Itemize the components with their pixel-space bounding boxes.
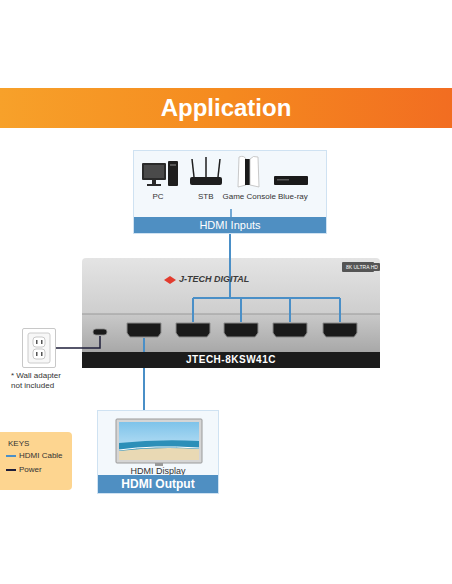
- device-label: PC: [153, 192, 164, 201]
- diagram-title: Application: [0, 94, 452, 122]
- device-label: STB: [198, 192, 214, 201]
- power-cable: [56, 347, 82, 349]
- legend-text: Power: [19, 465, 42, 475]
- box-heading: HDMI Inputs: [134, 217, 326, 233]
- power-lead: [82, 336, 100, 348]
- input-cable-branches: [144, 258, 340, 352]
- source-devices-illustration: [134, 151, 328, 219]
- switch-device: JTECH-8KSW41C J-TECH DIGITAL 8K ULTRA HD: [82, 258, 380, 368]
- hdmi-switch-illustration: [82, 258, 380, 352]
- footnote: * Wall adapter not included: [11, 371, 73, 391]
- output-display-box: HDMI DisplayHDMI Output: [97, 410, 219, 494]
- hdmi-cable: [229, 234, 231, 258]
- legend-sample: [6, 469, 16, 471]
- resolution-badge: 8K ULTRA HD: [344, 263, 380, 271]
- wall-outlet-illustration: [23, 329, 55, 367]
- brand-logo: J-TECH DIGITAL: [179, 274, 249, 284]
- box-heading: HDMI Output: [98, 475, 218, 493]
- legend-text: HDMI Cable: [19, 451, 63, 461]
- legend-heading: KEYS: [8, 439, 29, 448]
- input-sources-box: HDMI Inputs PC STB Game ConsoleBlue-ray: [133, 150, 327, 234]
- device-label: Game Console: [223, 192, 276, 201]
- model-name: JTECH-8KSW41C: [82, 352, 380, 368]
- hdmi-cable: [143, 368, 145, 410]
- legend-sample: [6, 455, 16, 457]
- wall-outlet: * Wall adapter not included: [22, 328, 56, 368]
- device-label: Blue-ray: [278, 192, 308, 201]
- hdmi-port: [127, 323, 357, 337]
